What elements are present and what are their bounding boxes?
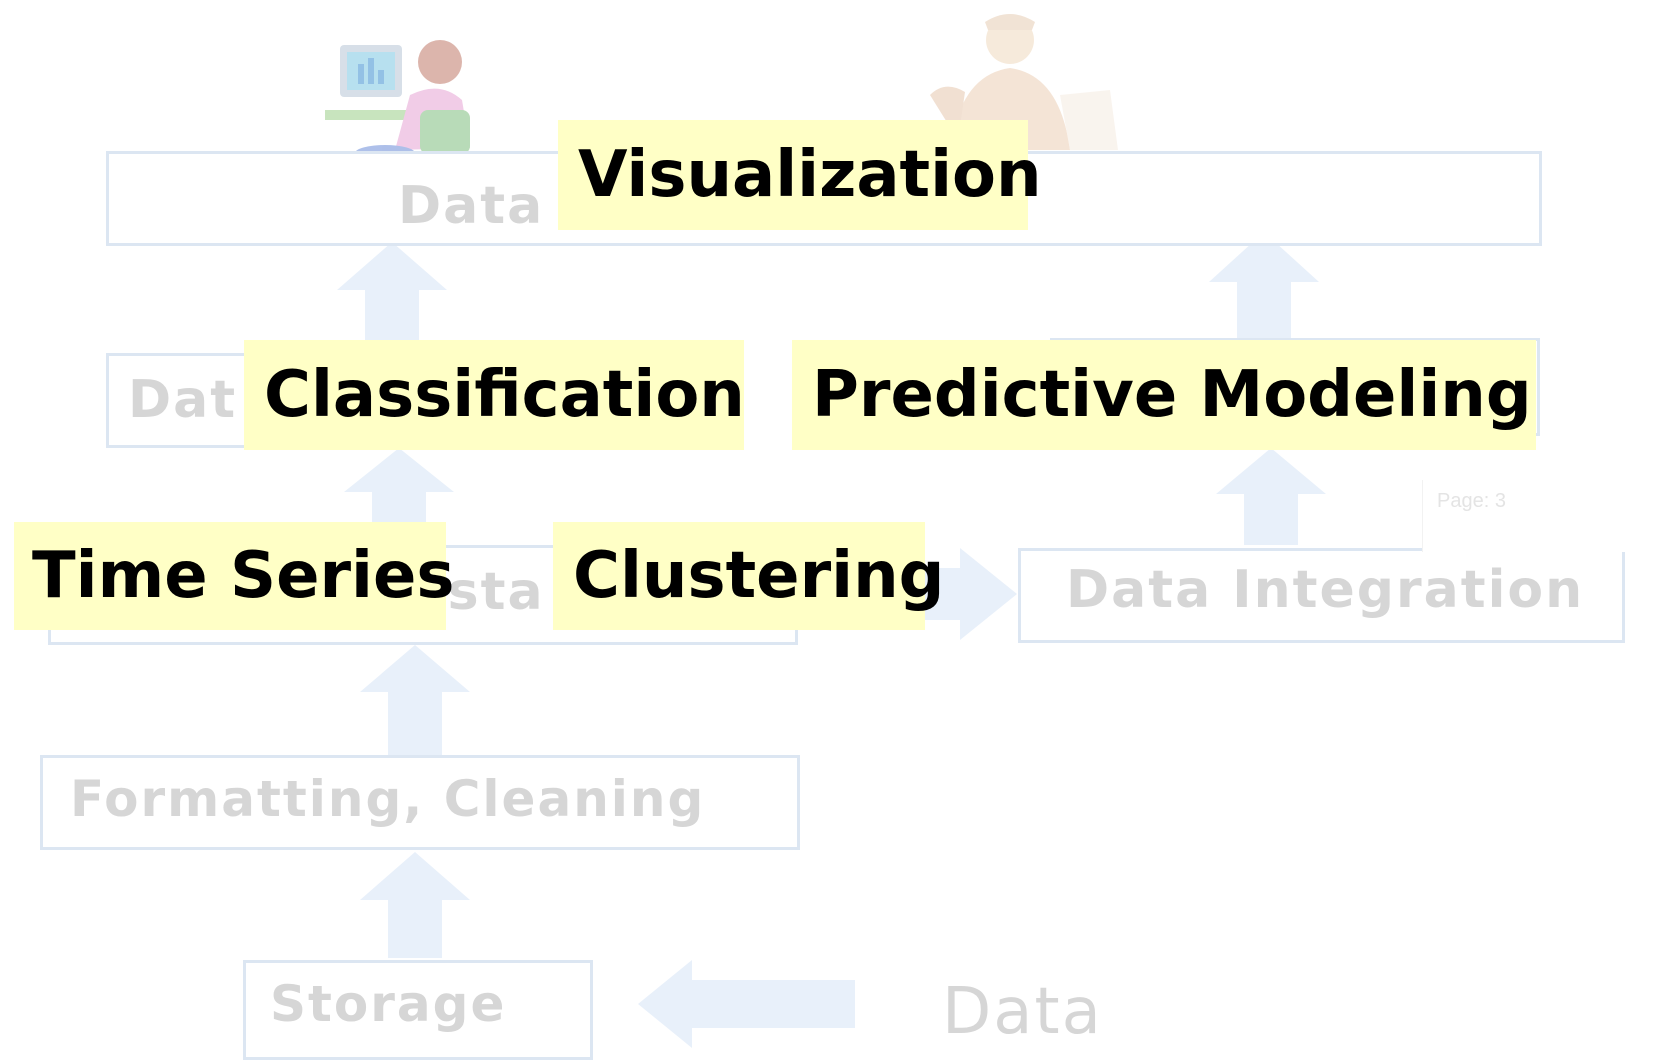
storage-label: Storage bbox=[270, 975, 507, 1033]
data-integration-label: Data Integration bbox=[1066, 560, 1585, 620]
clustering-callout: Clustering bbox=[553, 522, 944, 630]
up-arrow-predictive bbox=[1216, 448, 1326, 545]
classification-label: Classification bbox=[264, 358, 745, 432]
left-arrow-storage bbox=[638, 960, 855, 1048]
time-series-label: Time Series bbox=[32, 539, 455, 613]
woman-at-computer-icon bbox=[325, 40, 470, 161]
up-arrow-formatting bbox=[360, 852, 470, 958]
up-arrow-understanding bbox=[360, 645, 470, 755]
data-source-label: Data bbox=[942, 975, 1103, 1049]
data-mid-label: Dat bbox=[128, 370, 238, 430]
formatting-cleaning-label: Formatting, Cleaning bbox=[70, 770, 706, 828]
page-number-tag: Page: 3 bbox=[1422, 480, 1670, 552]
time-series-callout: Time Series bbox=[14, 522, 454, 630]
formatting-cleaning-box bbox=[40, 755, 800, 850]
visualization-callout: Visualization bbox=[558, 120, 1042, 230]
storage-box bbox=[243, 960, 593, 1060]
predictive-modeling-label: Predictive Modeling bbox=[812, 358, 1532, 432]
data-top-label: Data bbox=[398, 176, 545, 236]
classification-callout: Classification bbox=[244, 340, 745, 450]
predictive-modeling-callout: Predictive Modeling bbox=[792, 340, 1536, 450]
up-arrow-visualization-right bbox=[1209, 232, 1319, 340]
up-arrow-visualization-left bbox=[337, 242, 447, 340]
up-arrow-classification bbox=[344, 448, 454, 522]
clustering-label: Clustering bbox=[573, 539, 945, 613]
visualization-label: Visualization bbox=[578, 138, 1042, 212]
data-integration-box bbox=[1018, 548, 1625, 643]
right-arrow-integration bbox=[925, 548, 1017, 640]
